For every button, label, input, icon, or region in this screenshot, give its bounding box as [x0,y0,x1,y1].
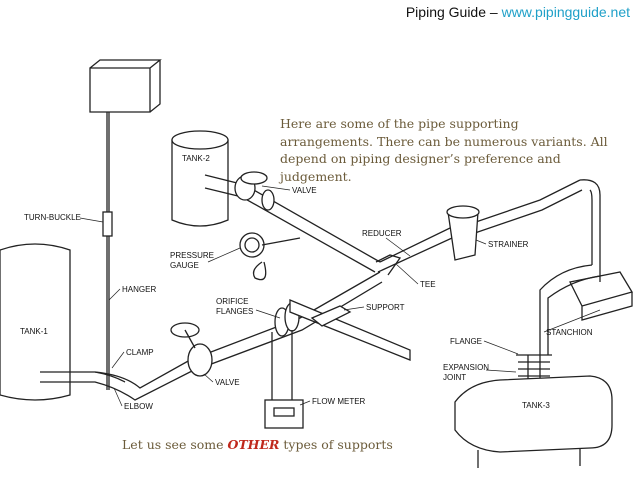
elbow [94,371,126,383]
footer-emphasis: OTHER [227,437,280,452]
label-turn-buckle: TURN-BUCKLE [24,213,81,222]
label-strainer: STRAINER [488,240,529,249]
tee [375,254,402,276]
label-tee: TEE [420,280,436,289]
stanchion [569,271,633,321]
label-valve-bottom: VALVE [215,378,240,387]
flow-meter [264,399,304,429]
tank-1 [0,243,71,401]
label-flanges: FLANGES [216,307,253,316]
label-clamp: CLAMP [126,348,154,357]
label-hanger: HANGER [122,285,156,294]
site-header: Piping Guide – www.pipingguide.net [406,4,630,20]
label-elbow: ELBOW [124,402,153,411]
label-reducer: REDUCER [362,229,402,238]
pressure-gauge [239,232,265,258]
intro-note: Here are some of the pipe supporting arr… [280,116,608,184]
label-support: SUPPORT [366,303,405,312]
footer-text: Let us see some OTHER types of supports [122,437,393,452]
label-valve-top: VALVE [292,186,317,195]
footer-after: types of supports [279,437,393,452]
reducer-pipe [377,179,583,273]
label-orifice: ORIFICE [216,297,248,306]
lower-pipe [40,271,383,401]
site-link[interactable]: www.pipingguide.net [501,4,630,20]
label-gauge: GAUGE [170,261,199,270]
label-tank2: TANK-2 [182,154,210,163]
riser-pipe [579,179,601,270]
label-stanchion: STANCHION [546,328,593,337]
strainer [447,211,479,261]
turn-buckle [102,211,113,237]
ceiling-block [89,59,162,113]
footer-before: Let us see some [122,437,228,452]
label-flange: FLANGE [450,337,482,346]
label-expansion: EXPANSION [443,363,489,372]
label-tank3: TANK-3 [522,401,550,410]
tank-3 [454,375,613,453]
label-joint: JOINT [443,373,466,382]
label-flow-meter: FLOW METER [312,397,366,406]
label-tank1: TANK-1 [20,327,48,336]
label-pressure: PRESSURE [170,251,214,260]
header-prefix: Piping Guide – [405,4,502,20]
expansion-joint [516,354,552,391]
valve-bottom [187,343,213,377]
